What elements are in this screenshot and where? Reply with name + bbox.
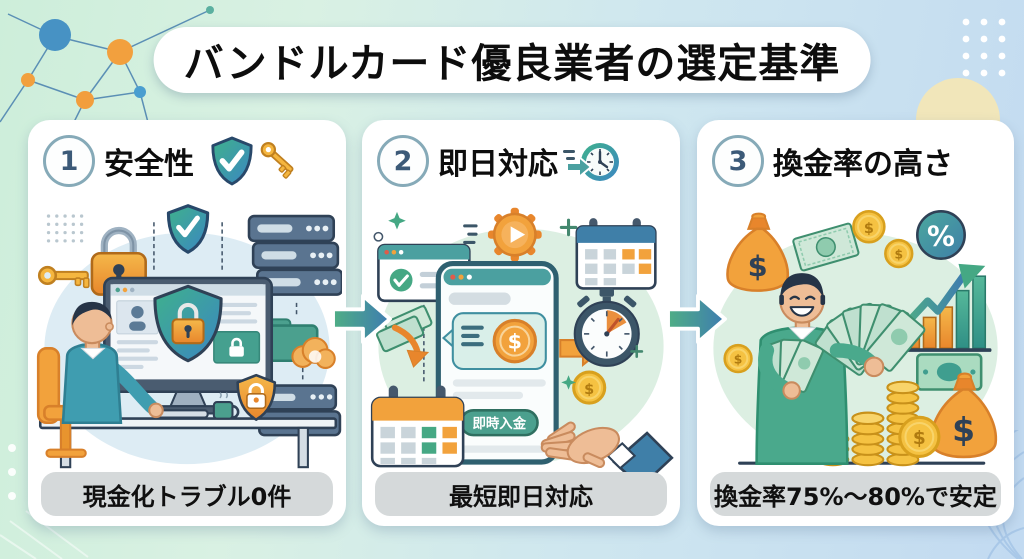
dollar-glyph: $ [584,382,594,398]
percent-glyph: % [927,219,955,252]
dollar-glyph: $ [734,353,743,367]
monitor [103,276,274,415]
dot-pattern [46,214,84,243]
screen-shield-lock [153,284,223,363]
dots-grid-decoration [962,18,1006,77]
plus-decoration [559,218,578,237]
card-safety: 1 安全性 [28,120,346,526]
banknote-fan-small [762,338,824,393]
dollar-glyph: $ [748,249,768,283]
number-circle-2: 2 [377,135,429,187]
badge-safety: 現金化トラブル0件 [41,472,333,516]
office-chair [36,347,96,458]
illustration-speed: $ 即時入金 [366,190,676,489]
number-3: 3 [728,145,748,177]
coin-left-icon: $ [723,343,753,374]
card-speed-header: 2 即日対応 [362,120,680,189]
number-circle-3: 3 [712,135,764,187]
illustration-safety [32,190,344,486]
instant-deposit-button: 即時入金 [459,409,539,437]
dollar-coin-bottom-icon: $ [898,415,941,458]
page-title: バンドルカード優良業者の選定基準 [183,41,841,87]
flow-arrow-2 [666,293,727,345]
flow-arrow-1 [331,293,392,345]
money-bag-top-icon: $ [726,212,790,292]
number-2: 2 [393,145,413,177]
card-speed: 2 即日対応 [362,120,680,526]
chat-bubble: $ [441,312,547,371]
sparkle-circle [373,231,384,242]
dollar-glyph: $ [913,428,926,449]
growth-chart-icon [899,263,992,352]
sparkle [388,211,406,230]
number-circle-1: 1 [43,135,95,187]
coin-icon: $ $ [852,210,914,269]
number-1: 1 [59,145,79,177]
badge-safety-label: 現金化トラブル0件 [82,482,292,511]
badge-rate-label: 換金率75%〜80%で安定 [714,482,997,511]
key-icon [260,142,294,179]
heading-rate: 換金率の高さ [773,147,953,182]
calendar-top-icon [575,218,657,290]
badge-speed-label: 最短即日対応 [449,482,593,511]
plus-decoration [630,344,644,358]
coffee-mug-icon [212,392,240,420]
badge-speed: 最短即日対応 [375,472,667,516]
left-dots-decoration [8,444,16,500]
money-bag-bottom-icon: $ [930,372,998,459]
gear-icon [487,207,542,262]
card-rate-header: 3 換金率の高さ [697,120,1014,189]
heading-safety: 安全性 [104,147,194,182]
shield-check-icon [211,136,253,186]
open-hand [540,421,674,489]
heading-speed: 即日対応 [438,147,558,182]
dollar-glyph: $ [894,248,903,262]
speed-lines [463,224,478,244]
happy-man [755,273,926,465]
instant-deposit-label: 即時入金 [472,415,526,432]
network-decoration [0,6,214,150]
calendar-bottom-icon [370,385,465,468]
key-illustration-icon [37,265,90,289]
stopwatch-icon [573,288,640,367]
title-banner: バンドルカード優良業者の選定基準 [153,27,871,93]
banknote-top-icon [792,222,860,272]
clock-arrow-icon [563,143,619,181]
dashed-connectors [153,222,304,382]
smartphone: $ 即時入金 [435,261,559,465]
dollar-glyph: $ [864,221,874,237]
server-rack-top-icon [247,214,344,296]
badge-rate: 換金率75%〜80%で安定 [710,472,1001,516]
folder-cloud-icon [266,318,336,369]
small-shield-lock-icon [236,373,277,421]
coin-icon: $ [572,370,607,405]
sparkle [561,375,576,390]
person-at-computer [61,301,164,425]
percent-badge-icon: % [916,210,966,260]
card-rate: 3 換金率の高さ $ $ $ [697,120,1014,526]
dollar-glyph: $ [952,410,975,449]
card-safety-header: 1 安全性 [28,120,346,189]
illustration-rate: $ $ $ % [701,190,1010,486]
shield-check-large [166,204,210,254]
money-arrow-icon [376,305,433,368]
dollar-glyph: $ [508,329,522,353]
